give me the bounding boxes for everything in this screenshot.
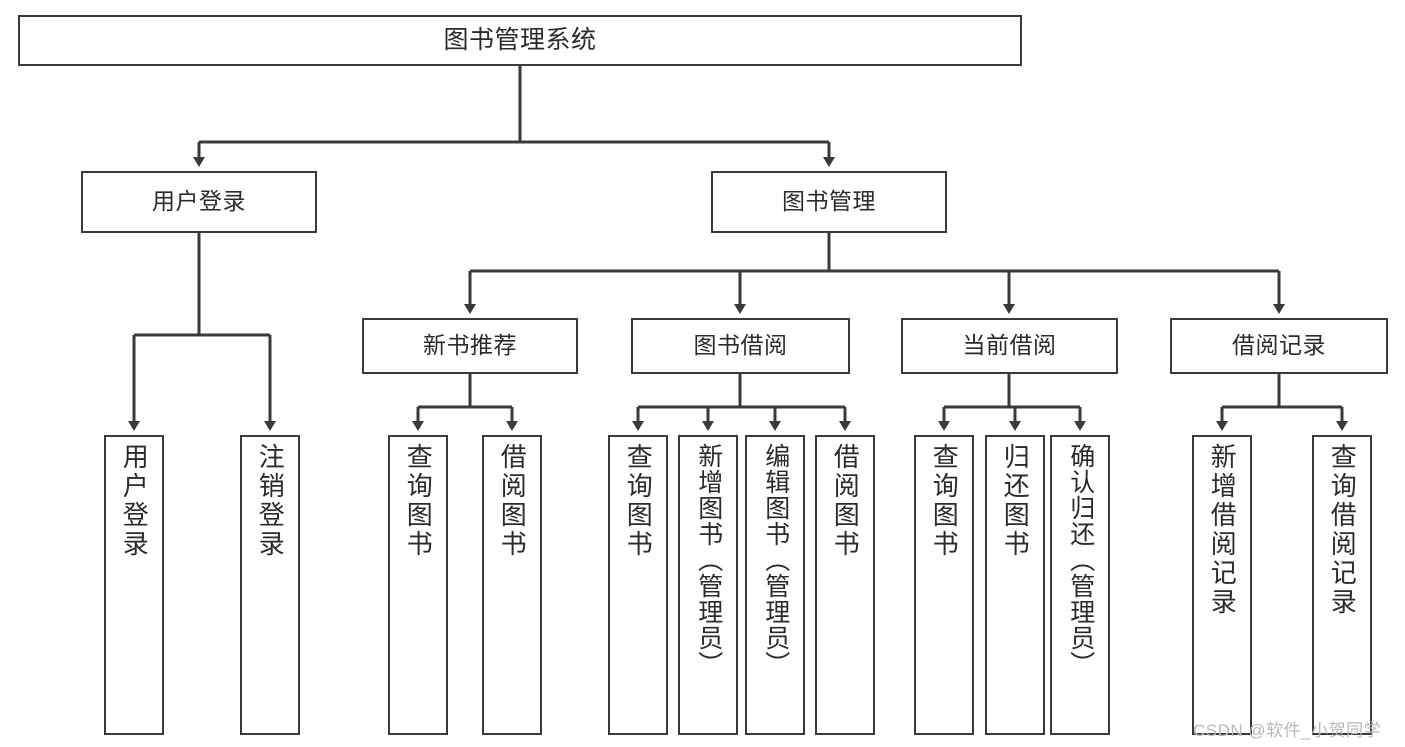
node-book-manage[interactable]: 图书管理 [711,171,947,233]
node-user-login-label: 用户登录 [152,188,246,215]
node-leaf-query-book-3[interactable]: 查询图书 [914,435,974,735]
node-leaf-logout[interactable]: 注销登录 [240,435,300,735]
node-book-borrow[interactable]: 图书借阅 [631,318,850,374]
node-leaf-query-book-3-label: 查询图书 [929,443,960,559]
node-leaf-borrow-book-2[interactable]: 借阅图书 [815,435,875,735]
node-borrow-record[interactable]: 借阅记录 [1170,318,1388,374]
node-new-book-recommend-label: 新书推荐 [423,332,517,359]
node-leaf-return-book[interactable]: 归还图书 [985,435,1045,735]
node-book-borrow-label: 图书借阅 [693,332,788,359]
node-leaf-confirm-return[interactable]: 确认归还（管理员） [1050,435,1110,735]
node-leaf-borrow-book-2-label: 借阅图书 [830,443,861,559]
node-leaf-edit-book[interactable]: 编辑图书（管理员） [745,435,805,735]
node-leaf-query-record-label: 查询借阅记录 [1327,443,1358,617]
node-root[interactable]: 图书管理系统 [18,15,1022,66]
node-new-book-recommend[interactable]: 新书推荐 [362,318,578,374]
node-leaf-add-book[interactable]: 新增图书（管理员） [678,435,738,735]
node-leaf-borrow-book-1-label: 借阅图书 [497,443,528,559]
node-leaf-borrow-book-1[interactable]: 借阅图书 [482,435,542,735]
node-leaf-return-book-label: 归还图书 [1000,443,1031,559]
node-borrow-record-label: 借阅记录 [1232,332,1326,359]
node-leaf-confirm-return-label: 确认归还（管理员） [1066,443,1095,677]
node-leaf-edit-book-label: 编辑图书（管理员） [761,443,790,677]
node-current-borrow-label: 当前借阅 [962,332,1057,359]
node-leaf-add-record[interactable]: 新增借阅记录 [1192,435,1252,735]
node-leaf-query-book-1-label: 查询图书 [403,443,434,559]
node-leaf-query-book-2[interactable]: 查询图书 [608,435,668,735]
node-leaf-query-book-2-label: 查询图书 [623,443,654,559]
node-root-label: 图书管理系统 [443,25,597,54]
node-book-manage-label: 图书管理 [782,188,876,215]
node-leaf-add-book-label: 新增图书（管理员） [694,443,723,677]
csdn-watermark: CSDN @软件_小贺同学 [1193,721,1382,740]
node-leaf-query-record[interactable]: 查询借阅记录 [1312,435,1372,735]
node-current-borrow[interactable]: 当前借阅 [901,318,1118,374]
node-leaf-add-record-label: 新增借阅记录 [1207,443,1238,617]
node-leaf-user-login[interactable]: 用户登录 [104,435,164,735]
node-leaf-logout-label: 注销登录 [255,443,286,559]
node-leaf-user-login-label: 用户登录 [119,443,150,559]
node-user-login[interactable]: 用户登录 [81,171,317,233]
node-leaf-query-book-1[interactable]: 查询图书 [388,435,448,735]
